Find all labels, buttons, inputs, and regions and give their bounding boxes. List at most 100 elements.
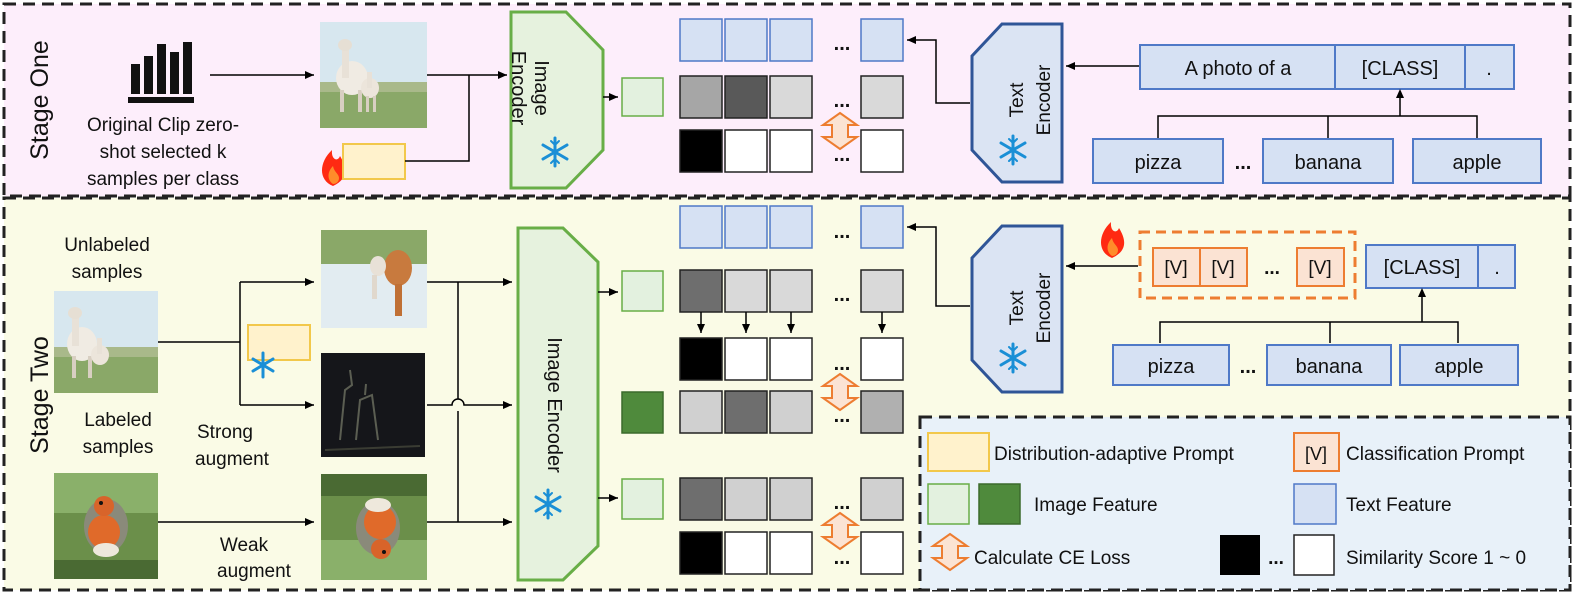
ellipsis: ... <box>1264 258 1280 279</box>
legend-ce-loss-label: Calculate CE Loss <box>974 548 1130 569</box>
similarity-row-stage-one <box>679 75 904 119</box>
classification-prompt-group <box>1138 230 1357 300</box>
label-row-stage-one <box>679 129 904 173</box>
class-token-text: [CLASS] <box>1384 257 1461 279</box>
image-encoder-label-1: Image <box>530 60 552 116</box>
class-token-text: [CLASS] <box>1362 58 1439 80</box>
bar-chart-icon <box>128 42 194 103</box>
learnable-token-boxes <box>1152 247 1345 287</box>
image-feature-strong <box>621 391 664 434</box>
class-boxes-stage-one <box>1092 138 1542 184</box>
image-encoder-label-2: Encoder <box>507 51 529 126</box>
similarity-row-strong <box>679 390 904 434</box>
strong-augment-label-2: augment <box>195 449 270 470</box>
stage-one-caption-line1: Original Clip zero- <box>87 115 239 136</box>
prompt-prefix-text: A photo of a <box>1185 58 1293 80</box>
class-boxes-stage-two <box>1112 344 1519 386</box>
legend-image-feature-light <box>927 483 970 525</box>
weak-augment-label-2: augment <box>217 561 292 582</box>
legend-v-token-text: [V] <box>1305 444 1327 464</box>
ellipsis: ... <box>834 547 851 569</box>
weak-augment-label-1: Weak <box>220 535 269 556</box>
text-feature-row-stage-two <box>679 205 904 249</box>
legend-image-feature-dark <box>978 483 1021 525</box>
snowflake-icon <box>251 351 275 379</box>
weak-augment-photo <box>321 474 427 580</box>
ce-loss-arrow-stage-one <box>819 111 861 151</box>
labeled-label-2: samples <box>83 437 154 458</box>
ellipsis: ... <box>834 90 851 112</box>
ellipsis: ... <box>1268 548 1284 569</box>
ellipsis: ... <box>1235 152 1252 174</box>
ellipsis: ... <box>834 492 851 514</box>
ce-loss-arrow-labeled <box>819 511 861 551</box>
edge-filtered-photo <box>321 353 425 457</box>
class-token-box <box>1365 244 1516 289</box>
llama-photo <box>320 22 427 128</box>
period-token-text: . <box>1486 58 1492 80</box>
learnable-token: [V] <box>1164 258 1187 279</box>
ellipsis: ... <box>1240 356 1257 378</box>
legend-similarity-label: Similarity Score 1 ~ 0 <box>1346 548 1526 569</box>
unlabeled-label-2: samples <box>72 262 143 283</box>
legend-classification-prompt-label: Classification Prompt <box>1346 444 1525 465</box>
ellipsis: ... <box>834 221 851 243</box>
labeled-robin-photo <box>54 473 158 579</box>
labeled-label-1: Labeled <box>84 410 152 431</box>
text-encoder-stage-one <box>970 22 1064 184</box>
strong-augment-label-1: Strong <box>197 422 253 443</box>
legend-image-feature-label: Image Feature <box>1034 495 1158 516</box>
class-banana-label: banana <box>1295 152 1363 174</box>
similarity-row-unlabeled <box>679 269 904 313</box>
strong-augment-photo <box>321 230 427 328</box>
class-apple-label: apple <box>1453 152 1502 174</box>
prompt-template <box>1139 44 1515 90</box>
legend-distribution-prompt-label: Distribution-adaptive Prompt <box>994 444 1234 465</box>
legend-text-feature-swatch <box>1293 483 1337 525</box>
legend-similarity-white <box>1293 534 1335 576</box>
fire-icon <box>1101 222 1125 258</box>
image-encoder-stage-two <box>516 226 600 582</box>
stage-one-caption-line2: shot selected k <box>100 142 227 163</box>
ellipsis: ... <box>834 353 851 375</box>
text-encoder-label-1: Text <box>1007 82 1028 118</box>
pseudo-label-row <box>679 337 904 381</box>
text-feature-row-stage-one <box>679 18 904 62</box>
image-encoder-stage-one <box>509 10 605 190</box>
text-encoder-label-1: Text <box>1007 290 1028 326</box>
learnable-token: [V] <box>1211 258 1234 279</box>
snowflake-icon <box>999 134 1027 166</box>
distribution-prompt-box-stage-two <box>247 324 311 361</box>
ellipsis: ... <box>834 33 851 55</box>
snowflake-icon <box>534 488 562 520</box>
distribution-prompt-box <box>342 143 406 180</box>
ellipsis: ... <box>834 405 851 427</box>
image-feature-weak <box>621 478 664 520</box>
stage-one-label: Stage One <box>26 40 54 160</box>
legend-distribution-prompt-swatch <box>927 432 990 472</box>
class-apple-label: apple <box>1435 356 1484 378</box>
ce-loss-arrow-unlabeled <box>819 372 861 412</box>
legend-similarity-black <box>1220 535 1260 575</box>
stage-two-label: Stage Two <box>26 336 54 454</box>
ellipsis: ... <box>834 284 851 306</box>
text-encoder-label-2: Encoder <box>1034 272 1055 343</box>
legend-ce-loss-arrow <box>929 532 971 572</box>
unlabeled-llama-photo <box>54 291 158 393</box>
class-pizza-label: pizza <box>1148 356 1196 378</box>
period-token-text: . <box>1494 257 1500 279</box>
class-banana-label: banana <box>1296 356 1364 378</box>
fire-icon <box>322 150 346 186</box>
image-feature-unlabeled <box>621 270 664 312</box>
text-encoder-stage-two <box>970 224 1064 394</box>
snowflake-icon <box>541 136 569 168</box>
image-encoder-label: Image Encoder <box>543 337 565 473</box>
similarity-row-weak <box>679 477 904 521</box>
ellipsis: ... <box>834 144 851 166</box>
ground-truth-row <box>679 531 904 575</box>
image-feature-stage-one <box>621 77 664 117</box>
unlabeled-label-1: Unlabeled <box>64 235 150 256</box>
legend-text-feature-label: Text Feature <box>1346 495 1452 516</box>
class-pizza-label: pizza <box>1135 152 1183 174</box>
snowflake-icon <box>999 342 1027 374</box>
